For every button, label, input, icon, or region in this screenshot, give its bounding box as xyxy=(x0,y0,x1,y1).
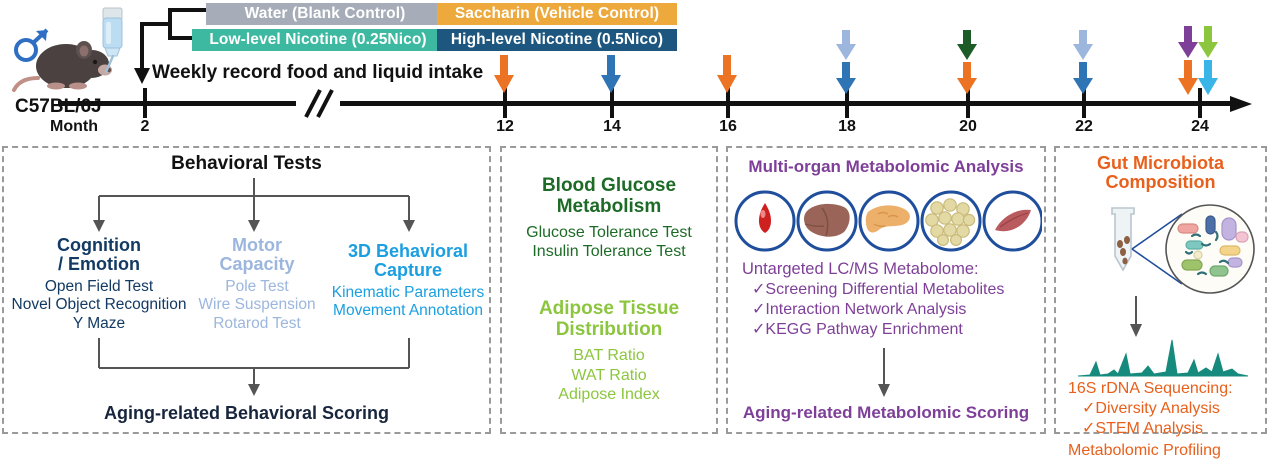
tick-label-14: 14 xyxy=(603,118,621,135)
motor-item-1: Wire Suspension xyxy=(198,296,316,314)
timeline-axis-arrowhead xyxy=(1230,93,1254,115)
cognition-item-1: Novel Object Recognition xyxy=(11,296,187,314)
microbiota-body-item-1: ✓STEM Analysis xyxy=(1082,420,1203,437)
adipose-item-0: BAT Ratio xyxy=(573,347,645,365)
adipose-item-1: WAT Ratio xyxy=(571,366,647,384)
tick-label-22: 22 xyxy=(1075,118,1093,135)
liver-icon xyxy=(796,190,858,252)
metabolomic-body: Untargeted LC/MS Metabolome: ✓Screening … xyxy=(742,260,1004,339)
tick-22 xyxy=(1082,88,1086,118)
animal-illustration xyxy=(4,8,144,108)
timeline-arrow-month-16 xyxy=(715,55,739,95)
microbiota-body: 16S rDNA Sequencing: ✓Diversity Analysis… xyxy=(1068,380,1233,460)
animal-strain-label: C57BL/6J xyxy=(15,96,102,117)
metabolomic-down-arrow xyxy=(876,348,892,398)
metabolomic-body-item-0: ✓Screening Differential Metabolites xyxy=(752,281,1005,298)
weekly-record-note: Weekly record food and liquid intake xyxy=(152,62,484,83)
behavioral-branch-arrows-top xyxy=(84,178,424,234)
motor-item-0: Pole Test xyxy=(225,277,289,295)
legend-item-water[interactable]: Water (Blank Control) xyxy=(206,3,444,25)
adipose-item-2: Adipose Index xyxy=(558,385,660,403)
tick-16 xyxy=(726,88,730,118)
tick-label-20: 20 xyxy=(959,118,977,135)
panel-gut-microbiota: Gut Microbiota Composition xyxy=(1054,146,1267,459)
axis-break-mark xyxy=(296,88,340,120)
male-symbol-icon xyxy=(14,28,49,62)
timeline-arrow-month-24 xyxy=(1178,26,1222,96)
capture-item-1: Movement Annotation xyxy=(333,302,483,320)
behavioral-column-3d-capture: 3D Behavioral Capture Kinematic Paramete… xyxy=(323,241,493,321)
legend-item-high-nicotine[interactable]: High-level Nicotine (0.5Nico) xyxy=(437,29,677,51)
cognition-heading-line1: Cognition xyxy=(57,235,141,255)
capture-heading-line1: 3D Behavioral xyxy=(347,241,469,261)
tick-label-16: 16 xyxy=(719,118,737,135)
tick-label-12: 12 xyxy=(496,118,514,135)
behavioral-column-cognition: Cognition / Emotion Open Field Test Nove… xyxy=(4,235,194,334)
legend-item-low-nicotine[interactable]: Low-level Nicotine (0.25Nico) xyxy=(192,29,444,51)
tick-24 xyxy=(1198,88,1202,118)
tick-18 xyxy=(845,88,849,118)
microbiota-body-item-0: ✓Diversity Analysis xyxy=(1082,400,1220,417)
glucose-title-line1: Blood Glucose xyxy=(541,175,677,196)
legend-bracket xyxy=(130,0,230,95)
cognition-heading-line2: / Emotion xyxy=(58,254,140,275)
microbiota-panel-footer: Metabolomic Profiling xyxy=(1068,442,1221,459)
metabolomic-body-heading: Untargeted LC/MS Metabolome: xyxy=(742,260,979,278)
metabolomic-panel-title: Multi-organ Metabolomic Analysis xyxy=(748,157,1024,176)
panel-metabolism: Blood Glucose Metabolism Glucose Toleran… xyxy=(500,146,718,434)
tick-label-24: 24 xyxy=(1191,118,1209,135)
motor-item-2: Rotarod Test xyxy=(213,315,301,333)
water-bottle-icon xyxy=(92,6,136,76)
adipose-title-line2: Distribution xyxy=(555,318,663,340)
blood-drop-icon xyxy=(734,190,796,252)
glucose-title-line2: Metabolism xyxy=(556,195,662,217)
timeline-axis xyxy=(58,101,1238,106)
timeline-arrow-month-18 xyxy=(834,30,858,96)
timeline-arrow-month-12 xyxy=(492,55,516,95)
glucose-item-1: Insulin Tolerance Test xyxy=(532,243,686,261)
tick-12 xyxy=(503,88,507,118)
tick-label-18: 18 xyxy=(838,118,856,135)
microbiota-body-heading: 16S rDNA Sequencing: xyxy=(1068,380,1233,397)
organ-icon-row xyxy=(734,190,1042,252)
tick-label-2: 2 xyxy=(140,118,150,135)
panel-metabolomic: Multi-organ Metabolomic Analysis xyxy=(726,146,1046,434)
cognition-item-0: Open Field Test xyxy=(44,277,154,295)
capture-heading-line2: Capture xyxy=(373,260,442,281)
motor-heading-line2: Capacity xyxy=(219,254,295,275)
tick-2 xyxy=(143,88,147,118)
cognition-item-2: Y Maze xyxy=(72,315,126,333)
metabolomic-panel-footer: Aging-related Metabolomic Scoring xyxy=(742,403,1030,422)
microbiota-down-arrow xyxy=(1128,296,1144,338)
sample-tube-icon xyxy=(1111,207,1135,272)
microbiota-illustration xyxy=(1070,196,1260,316)
adipose-title-line1: Adipose Tissue xyxy=(538,298,680,320)
behavioral-panel-footer: Aging-related Behavioral Scoring xyxy=(103,403,390,423)
bacteria-magnifier-icon xyxy=(1165,204,1255,294)
chromatogram-trace xyxy=(1076,336,1250,378)
microbiota-title-line1: Gut Microbiota xyxy=(1097,153,1224,173)
tick-14 xyxy=(610,88,614,118)
pancreas-icon xyxy=(858,190,920,252)
muscle-icon xyxy=(982,190,1042,252)
timeline-arrow-month-20 xyxy=(955,30,979,96)
panel-behavioral-tests: Behavioral Tests Cognition / Emotion Ope… xyxy=(2,146,491,434)
timeline-arrow-month-22 xyxy=(1071,30,1095,96)
timeline-arrow-month-14 xyxy=(599,55,623,95)
capture-item-0: Kinematic Parameters xyxy=(331,283,485,301)
microbiota-title-line2: Composition xyxy=(1105,172,1216,193)
legend-item-saccharin[interactable]: Saccharin (Vehicle Control) xyxy=(437,3,677,25)
month-axis-label: Month xyxy=(50,118,98,135)
glucose-item-0: Glucose Tolerance Test xyxy=(526,224,692,242)
metabolomic-body-item-2: ✓KEGG Pathway Enrichment xyxy=(752,321,963,338)
motor-heading-line1: Motor xyxy=(232,235,282,255)
tick-20 xyxy=(966,88,970,118)
behavioral-panel-title: Behavioral Tests xyxy=(171,153,322,174)
behavioral-merge-arrow xyxy=(84,338,424,398)
behavioral-column-motor: Motor Capacity Pole Test Wire Suspension… xyxy=(182,235,332,334)
adipose-icon xyxy=(920,190,982,252)
metabolomic-body-item-1: ✓Interaction Network Analysis xyxy=(752,301,967,318)
